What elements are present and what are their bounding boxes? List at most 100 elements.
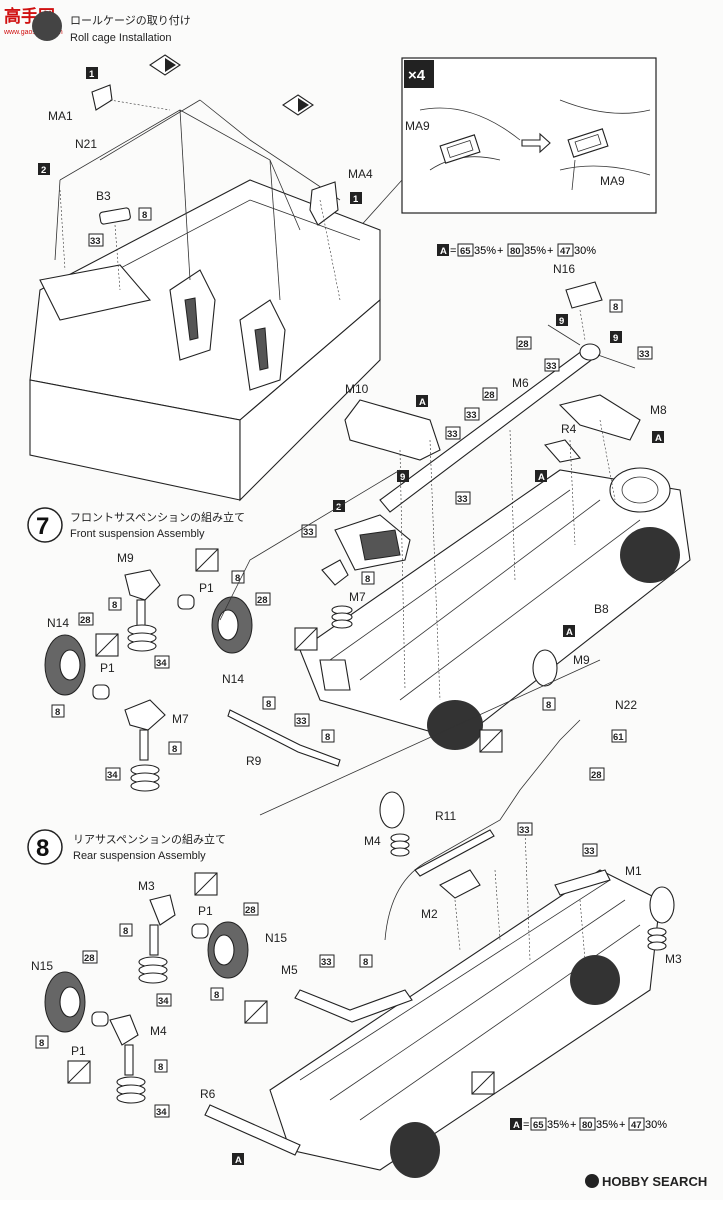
svg-text:8: 8 [235,573,240,584]
svg-text:28: 28 [591,770,602,781]
svg-text:65: 65 [460,246,471,257]
svg-text:61: 61 [613,732,624,743]
step7-title-en: Front suspension Assembly [70,528,205,540]
svg-text:8: 8 [613,302,618,313]
svg-text:30%: 30% [645,1119,667,1131]
label-P1-d: P1 [71,1044,86,1058]
svg-text:80: 80 [582,1120,593,1131]
svg-text:65: 65 [533,1120,544,1131]
label-M9-right: M9 [573,653,590,667]
paint-formula-bottom: A = 65 35% + 80 35% + 47 30% [510,1117,667,1131]
color-code-badges-step1: 1 2 1 8 33 [38,67,362,247]
svg-text:28: 28 [257,595,268,606]
step8-badge [27,829,63,865]
label-N15-right: N15 [265,931,287,945]
label-R11: R11 [435,809,456,823]
svg-text:www.gaoshou.com: www.gaoshou.com [3,29,63,36]
label-M9-front: M9 [117,551,134,565]
label-M4-chassis: M4 [364,834,381,848]
label-N14-left: N14 [47,616,69,630]
svg-text:47: 47 [631,1120,642,1131]
svg-text:8: 8 [363,957,368,968]
svg-text:8: 8 [546,700,551,711]
label-M3-chassis: M3 [665,952,682,966]
label-P1-a: P1 [199,581,214,595]
label-M7-left: M7 [172,712,189,726]
svg-text:A: A [655,433,662,444]
label-P1-b: P1 [100,661,115,675]
svg-text:28: 28 [484,390,495,401]
svg-text:33: 33 [303,527,314,538]
svg-text:=: = [523,1119,529,1131]
svg-text:28: 28 [84,953,95,964]
svg-text:8: 8 [325,732,330,743]
svg-text:9: 9 [400,472,405,483]
svg-text:8: 8 [55,707,60,718]
roll-cage-assembly [29,54,381,502]
label-M1: M1 [625,864,642,878]
svg-text:33: 33 [519,825,530,836]
svg-text:47: 47 [560,246,571,257]
label-M7-right: M7 [349,590,366,604]
color-code-badges-step8: 33 33 8 28 34 8 28 8 8 8 34 33 A [35,822,598,1166]
label-M10: M10 [345,382,369,396]
label-N21: N21 [75,137,97,151]
svg-text:+: + [619,1119,625,1131]
svg-text:33: 33 [321,957,332,968]
svg-text:8: 8 [172,744,177,755]
watermark: HOBBY SEARCH [585,1174,707,1189]
svg-text:2: 2 [41,165,46,176]
front-chassis-assembly [299,281,691,750]
svg-text:×4: ×4 [408,67,426,84]
label-M8: M8 [650,403,667,417]
svg-text:80: 80 [510,246,521,257]
svg-text:A: A [440,246,447,257]
svg-text:35%: 35% [547,1119,569,1131]
svg-text:A: A [419,397,426,408]
svg-text:+: + [547,245,553,257]
svg-text:8: 8 [123,926,128,937]
svg-text:1: 1 [89,69,95,80]
step-badge [32,11,62,41]
svg-text:28: 28 [245,905,256,916]
svg-text:33: 33 [447,429,458,440]
svg-text:1: 1 [353,194,359,205]
svg-text:8: 8 [142,210,147,221]
svg-text:28: 28 [518,339,529,350]
front-suspension-parts [44,548,558,792]
label-M4-parts: M4 [150,1024,167,1038]
step7-title-jp: フロントサスペンションの組み立て [70,510,245,524]
label-R6: R6 [200,1087,216,1101]
label-N15-left: N15 [31,959,53,973]
svg-text:+: + [497,245,503,257]
svg-text:=: = [450,245,456,257]
svg-text:34: 34 [156,1107,167,1118]
color-code-badges-step7: 8 28 34 8 28 8 8 34 8 8 33 8 61 28 [51,570,627,781]
svg-text:35%: 35% [524,245,546,257]
svg-text:A: A [513,1120,520,1131]
svg-text:8: 8 [112,600,117,611]
label-MA4: MA4 [348,167,373,181]
label-N22: N22 [615,698,637,712]
svg-text:33: 33 [296,716,307,727]
label-M2: M2 [421,907,438,921]
svg-text:34: 34 [158,996,169,1007]
svg-text:+: + [570,1119,576,1131]
svg-text:A: A [566,627,573,638]
label-B8: B8 [594,602,609,616]
svg-text:HOBBY SEARCH: HOBBY SEARCH [602,1174,707,1189]
label-MA1: MA1 [48,109,73,123]
svg-text:9: 9 [559,316,564,327]
label-R9: R9 [246,754,262,768]
svg-text:2: 2 [336,502,341,513]
svg-text:35%: 35% [474,245,496,257]
svg-text:MA9: MA9 [600,174,625,188]
step7-number: 7 [36,513,49,540]
step-title-en: Roll cage Installation [70,32,172,44]
svg-text:33: 33 [457,494,468,505]
svg-text:34: 34 [107,770,118,781]
svg-text:8: 8 [365,574,370,585]
label-M3-parts: M3 [138,879,155,893]
